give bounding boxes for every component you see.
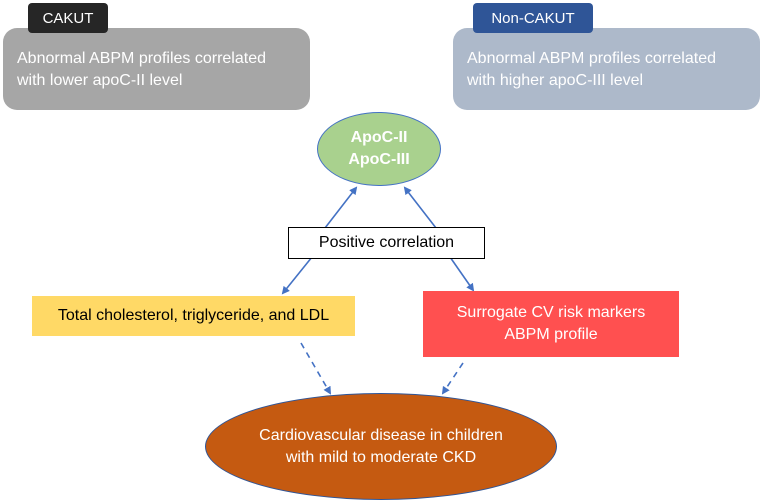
apoc-ellipse: ApoC-II ApoC-III [317,112,441,186]
noncakut-panel-line1: Abnormal ABPM profiles correlated [467,50,716,67]
arrow-to-apoc-right [403,186,437,229]
cakut-tag: CAKUT [28,3,108,33]
arrow-to-cv-markers [449,256,475,292]
noncakut-tag: Non-CAKUT [473,3,593,33]
apoc-line2: ApoC-III [348,151,410,168]
apoc-line1: ApoC-II [350,129,408,146]
dashed-arrow-lipids-to-cvd [300,342,332,395]
cv-markers-line1: Surrogate CV risk markers [456,304,646,321]
noncakut-panel: Abnormal ABPM profiles correlated with h… [453,28,760,110]
positive-correlation-box: Positive correlation [288,227,485,259]
cakut-panel: Abnormal ABPM profiles correlated with l… [3,28,310,110]
cvd-line2: with mild to moderate CKD [285,448,477,466]
dashed-arrow-cv-to-cvd [441,362,464,395]
cakut-panel-line1: Abnormal ABPM profiles correlated [17,50,266,67]
noncakut-panel-line2: with higher apoC-III level [467,72,644,89]
cv-markers-box: Surrogate CV risk markers ABPM profile [423,291,679,357]
cvd-line1: Cardiovascular disease in children [259,426,503,444]
cvd-ellipse: Cardiovascular disease in children with … [205,393,557,500]
arrow-to-apoc-left [324,186,358,229]
lipids-box: Total cholesterol, triglyceride, and LDL [32,296,355,336]
cakut-panel-line2: with lower apoC-II level [17,72,183,89]
cv-markers-line2: ABPM profile [504,326,598,343]
arrow-to-lipids [281,256,313,295]
